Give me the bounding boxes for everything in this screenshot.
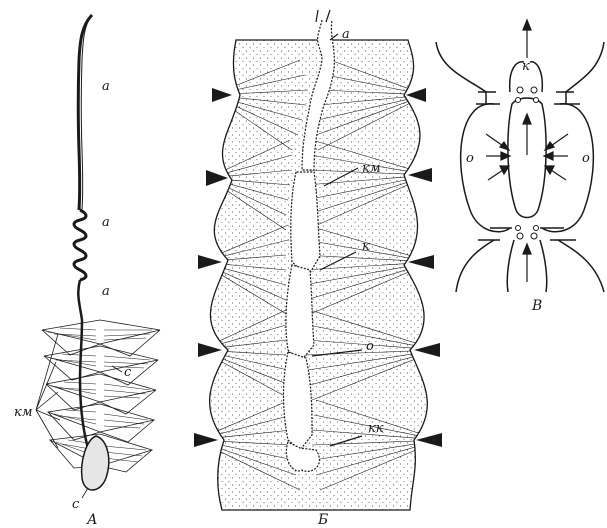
panel-c — [436, 42, 604, 292]
label-kk-b: кк — [368, 421, 384, 436]
panel-c-labels: к о о В — [466, 59, 590, 314]
panel-a — [36, 15, 160, 498]
panel-b — [194, 10, 442, 510]
label-c-2: с — [72, 497, 80, 512]
label-o-left-c: о — [466, 151, 474, 166]
heart-chamber-1 — [291, 172, 320, 276]
label-k-c: к — [522, 59, 530, 74]
heart-chamber-2 — [286, 265, 314, 362]
panel-a-labels: а а а с км с А — [14, 79, 132, 528]
label-k-b: к — [362, 239, 370, 254]
label-o-right-c: о — [582, 151, 590, 166]
label-a-b: а — [342, 27, 350, 42]
tube-coil — [74, 210, 86, 280]
label-c-1: с — [124, 365, 132, 380]
label-a-1: а — [102, 79, 110, 94]
tube-lower — [78, 280, 92, 460]
tube-upper — [78, 15, 92, 210]
label-km-a: км — [14, 405, 33, 420]
caption-a: А — [86, 512, 98, 528]
heart-chamber-3 — [284, 352, 313, 450]
label-a-3: а — [102, 284, 110, 299]
label-o-b: о — [366, 339, 374, 354]
caption-c: В — [531, 298, 542, 314]
caption-b: Б — [317, 512, 328, 528]
label-a-2: а — [102, 215, 110, 230]
label-km-b: км — [362, 161, 381, 176]
